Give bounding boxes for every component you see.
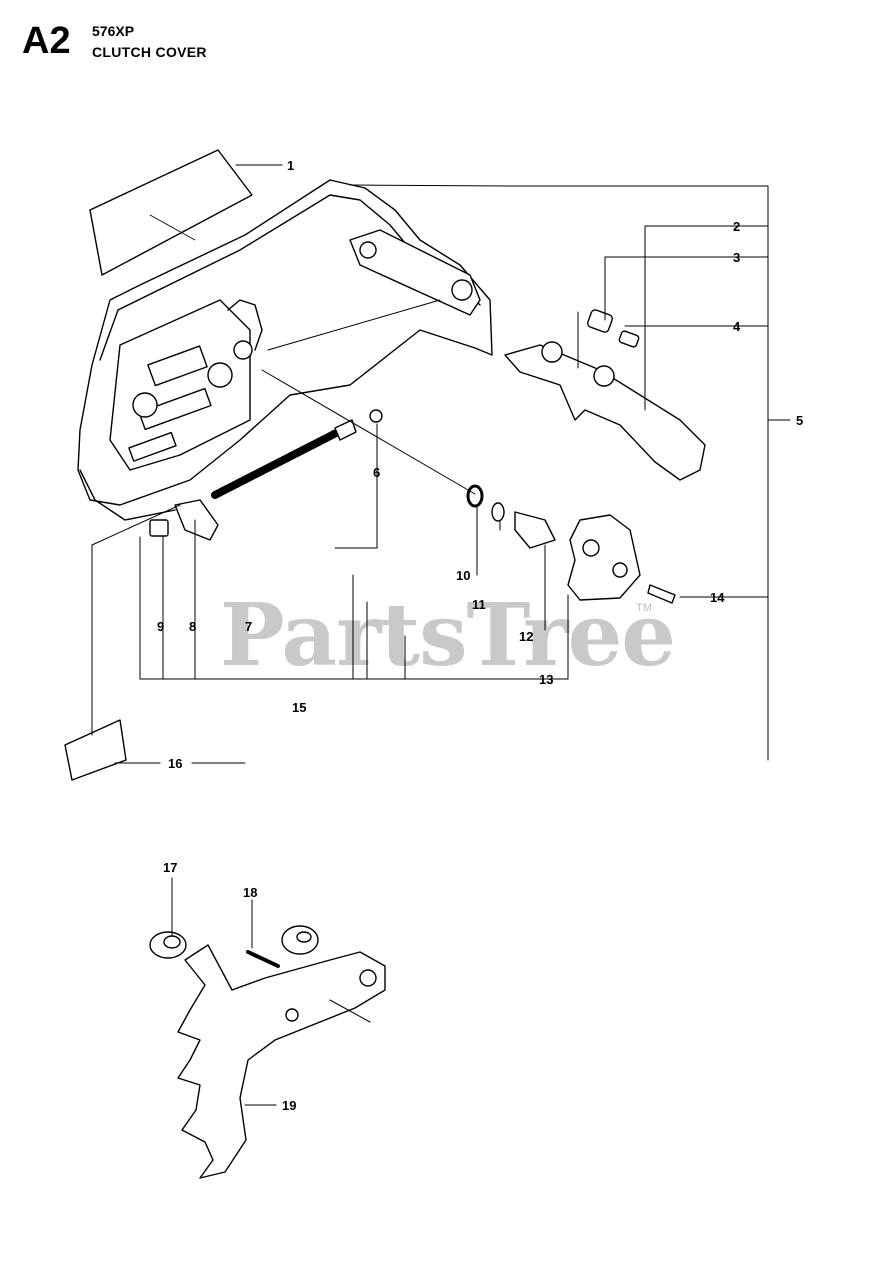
callout-10: 10 xyxy=(456,568,471,583)
part-10-11-12-washers xyxy=(466,484,556,549)
callout-15: 15 xyxy=(292,700,307,715)
part-3-4-nut-screw xyxy=(587,309,640,348)
callout-7: 7 xyxy=(245,619,253,634)
part-18-screw xyxy=(246,925,319,968)
part-1-decal xyxy=(89,149,253,276)
part-6-ring xyxy=(369,409,383,423)
part-17-nut xyxy=(149,931,187,959)
callout-2: 2 xyxy=(733,219,741,234)
model-number: 576XP xyxy=(92,23,135,39)
watermark-trademark: TM xyxy=(636,602,652,614)
part-16-pad xyxy=(64,719,127,781)
callout-5: 5 xyxy=(796,413,804,428)
callout-13: 13 xyxy=(539,672,554,687)
part-19-bumper-spike xyxy=(177,944,386,1179)
callout-3: 3 xyxy=(733,250,741,265)
part-7-adjuster-spring xyxy=(211,419,357,499)
diagram-title: CLUTCH COVER xyxy=(92,44,207,60)
callout-9: 9 xyxy=(157,619,165,634)
callout-4: 4 xyxy=(733,319,741,334)
watermark: PartsTree xyxy=(220,585,676,686)
callout-16: 16 xyxy=(168,756,183,771)
part-14-screw xyxy=(647,584,676,604)
callout-8: 8 xyxy=(189,619,197,634)
callout-11: 11 xyxy=(472,597,486,612)
callout-19: 19 xyxy=(282,1098,297,1113)
callout-12: 12 xyxy=(519,629,534,644)
callout-18: 18 xyxy=(243,885,258,900)
section-code: A2 xyxy=(22,20,71,62)
callout-17: 17 xyxy=(163,860,178,875)
part-13-side-plate xyxy=(567,514,641,601)
callout-6: 6 xyxy=(373,465,381,480)
leader-lines xyxy=(91,164,791,1106)
part-2-chain-guide xyxy=(504,341,706,481)
callout-14: 14 xyxy=(710,590,725,605)
part-8-9-tensioner xyxy=(149,499,219,541)
callout-1: 1 xyxy=(287,158,295,173)
clutch-cover-body xyxy=(77,179,493,521)
